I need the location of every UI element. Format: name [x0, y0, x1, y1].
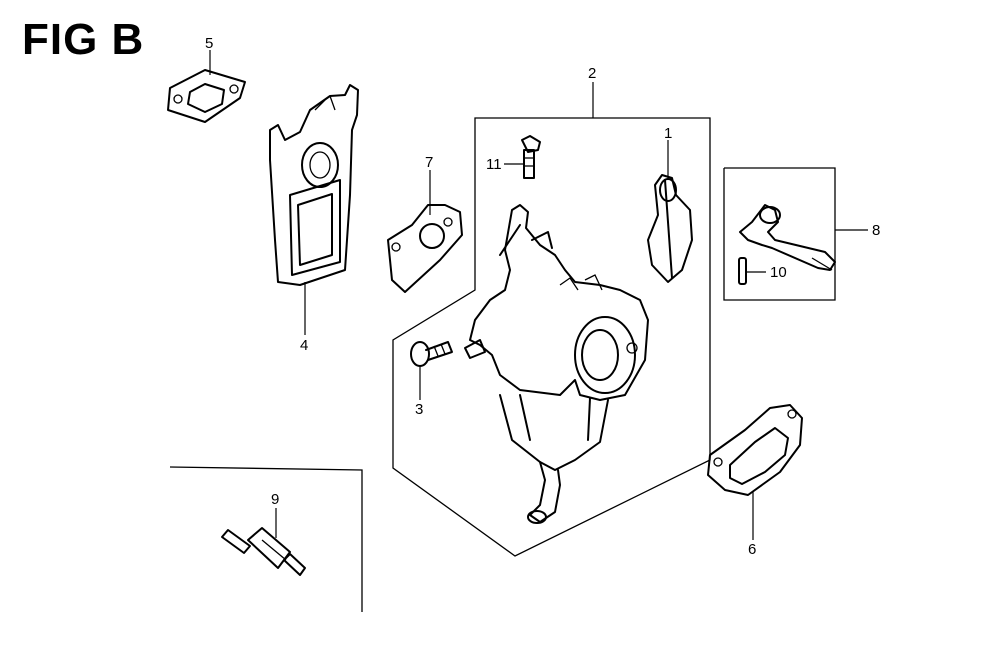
- callout-8: 8: [872, 222, 881, 239]
- callout-9: 9: [271, 491, 280, 508]
- fuel-filter-9: [221, 527, 306, 576]
- gasket-7: [387, 204, 463, 293]
- choke-lever-8: [739, 204, 836, 271]
- screw-11: [521, 135, 541, 179]
- float-1: [647, 174, 693, 283]
- pin-10: [738, 257, 747, 285]
- insulator-plate-4: [269, 84, 359, 286]
- callout-1: 1: [664, 125, 673, 142]
- callout-10: 10: [770, 264, 787, 281]
- gasket-6: [707, 404, 803, 496]
- callout-4: 4: [300, 337, 309, 354]
- figure-title: FIG B: [22, 15, 145, 64]
- callout-2: 2: [588, 65, 597, 82]
- screw-3: [410, 341, 453, 367]
- callout-7: 7: [425, 154, 434, 171]
- part-8-group-boundary: [723, 167, 836, 301]
- part-9-group-boundary: [169, 466, 363, 612]
- callout-11: 11: [486, 156, 502, 173]
- callout-6: 6: [748, 541, 757, 558]
- callout-3: 3: [415, 401, 424, 418]
- carburetor-assembly-boundary: [392, 117, 711, 557]
- carburetor-2: [464, 204, 649, 524]
- callout-5: 5: [205, 35, 214, 52]
- gasket-5: [167, 69, 246, 123]
